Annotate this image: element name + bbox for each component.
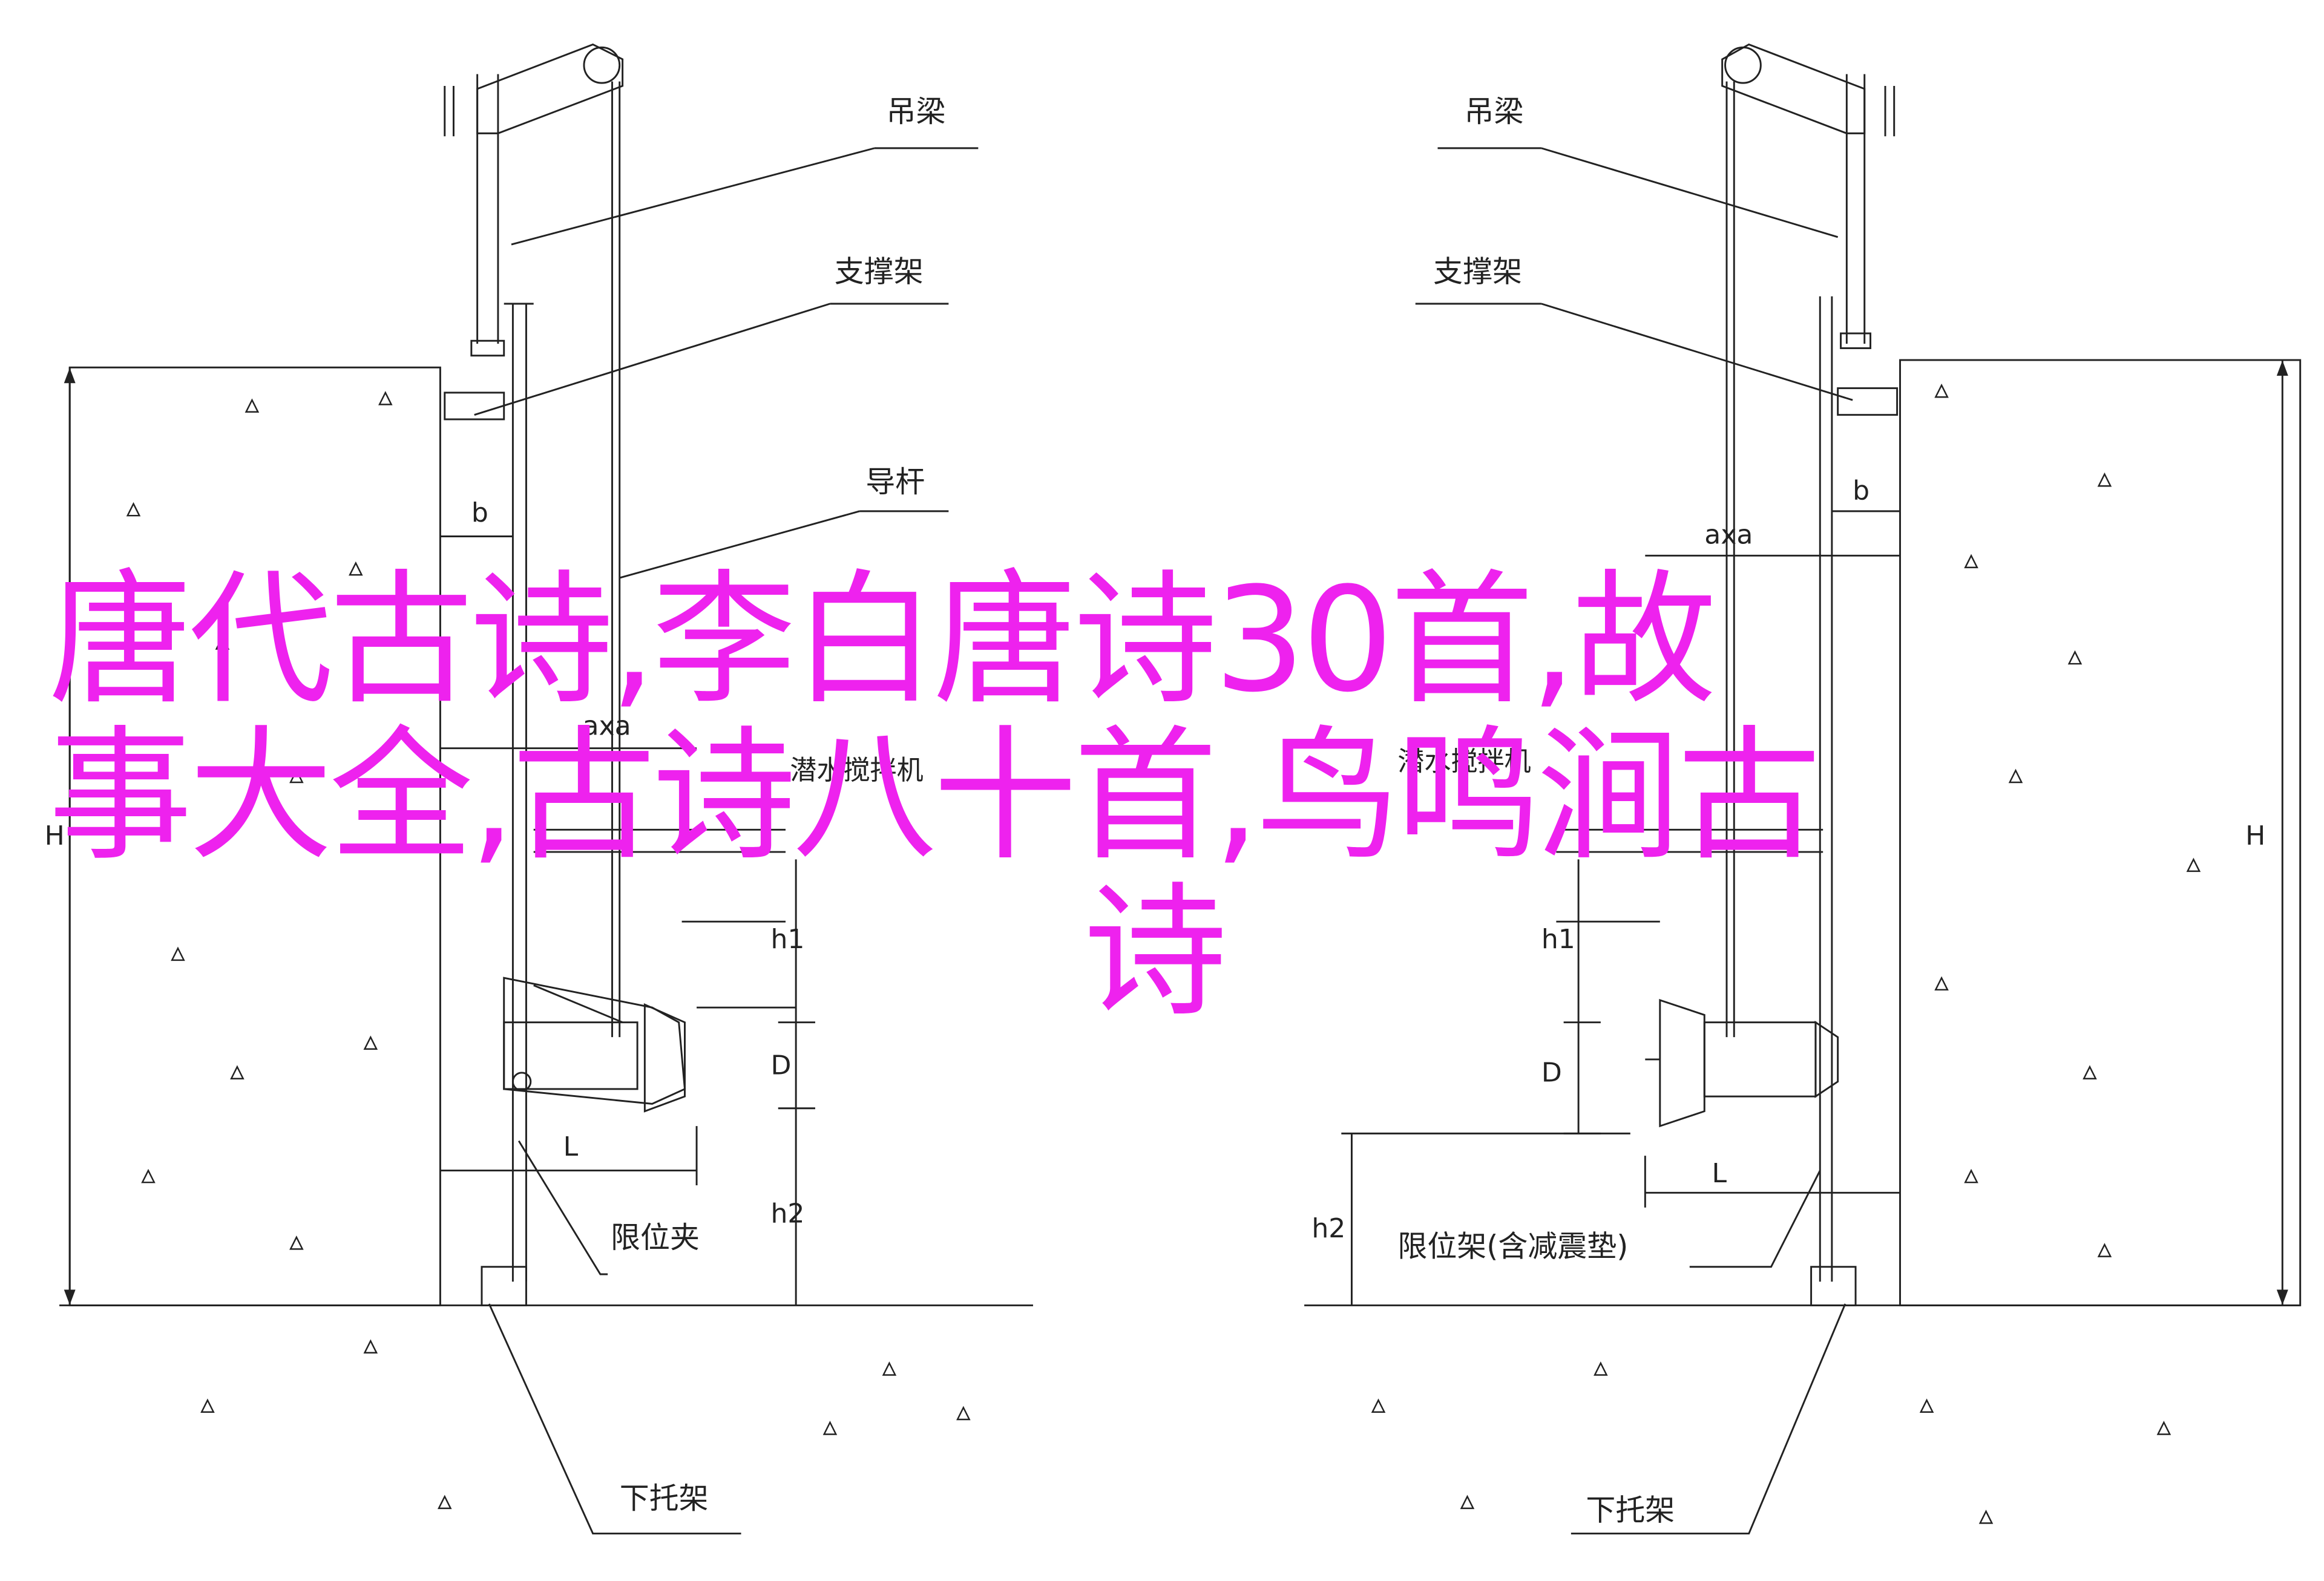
left-label-lower-bracket: 下托架 xyxy=(620,1481,709,1516)
left-label-guide-rod: 导杆 xyxy=(865,465,925,499)
right-label-support-frame: 支撑架 xyxy=(1433,254,1522,289)
left-dim-axa: axa xyxy=(583,711,631,742)
right-label-lower-bracket: 下托架 xyxy=(1586,1493,1675,1527)
right-leader-hoist xyxy=(1541,147,1839,238)
left-label-mixer: 潜水搅拌机 xyxy=(790,755,923,786)
left-label-hoist-beam: 吊梁 xyxy=(887,94,946,129)
right-dim-L: L xyxy=(1712,1158,1727,1189)
right-dim-H: H xyxy=(2245,820,2265,851)
left-diagram xyxy=(59,43,1033,1535)
right-dim-D: D xyxy=(1541,1058,1562,1088)
overlay-line-2: 事大全,古诗八十首,鸟鸣涧古 xyxy=(48,713,1821,880)
right-label-limit-frame: 限位架(含减震垫) xyxy=(1397,1229,1628,1264)
left-label-limit-clamp: 限位夹 xyxy=(611,1220,700,1255)
right-mixer xyxy=(1645,998,1839,1128)
left-dim-H: H xyxy=(45,820,65,851)
left-label-support-frame: 支撑架 xyxy=(835,254,924,289)
left-dim-b: b xyxy=(471,497,488,528)
overlay-caption: 唐代古诗,李白唐诗30首,故 事大全,古诗八十首,鸟鸣涧古 诗 xyxy=(48,563,2251,1031)
left-mixer xyxy=(503,977,686,1113)
left-dim-h1: h1 xyxy=(771,924,805,955)
right-diagram xyxy=(1304,43,2302,1535)
left-dim-D: D xyxy=(771,1050,792,1081)
overlay-line-1: 唐代古诗,李白唐诗30首,故 xyxy=(48,557,1716,724)
right-label-hoist-beam: 吊梁 xyxy=(1465,94,1524,129)
left-hoist-beam xyxy=(476,43,624,134)
left-support-bracket xyxy=(444,391,505,421)
right-hoist-beam xyxy=(1721,43,1866,134)
overlay-line-3: 诗 xyxy=(1083,869,1227,1036)
right-dim-h1: h1 xyxy=(1541,924,1575,955)
left-dim-L: L xyxy=(563,1131,579,1162)
right-dim-h2: h2 xyxy=(1311,1213,1345,1244)
right-dim-axa: axa xyxy=(1704,520,1753,551)
left-dim-h2: h2 xyxy=(771,1198,805,1229)
right-support-bracket xyxy=(1837,387,1899,416)
left-leader-hoist xyxy=(511,147,875,246)
right-dim-b: b xyxy=(1853,475,1869,506)
concrete-texture xyxy=(126,383,2201,1524)
right-label-mixer: 潜水搅拌机 xyxy=(1397,746,1531,777)
